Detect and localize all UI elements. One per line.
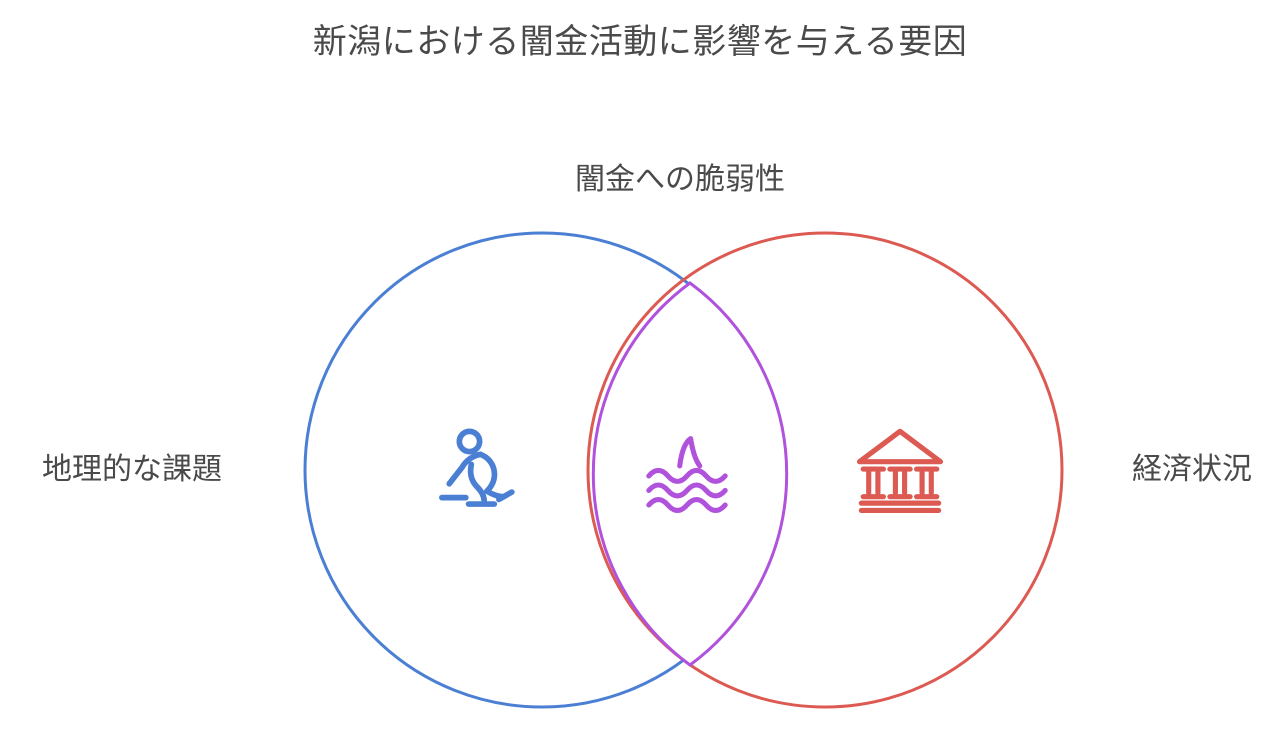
circle-right-economic[interactable] [586, 231, 1064, 709]
intersection-label: 闇金への脆弱性 [575, 163, 785, 196]
shark-fin-waves-icon [637, 425, 737, 525]
bank-building-icon [850, 420, 950, 520]
ice-skater-icon-glyph [439, 428, 515, 507]
set-label-right: 経済状況 [1132, 453, 1252, 486]
ice-skater-icon [425, 420, 525, 520]
set-label-left: 地理的な課題 [42, 453, 222, 486]
bank-building-icon-glyph [856, 428, 944, 514]
lens-intersection-outline[interactable] [591, 281, 789, 667]
shark-fin-waves-icon-glyph [646, 436, 728, 513]
page-title: 新潟における闇金活動に影響を与える要因 [312, 23, 968, 61]
circle-left-geographic[interactable] [303, 231, 781, 709]
